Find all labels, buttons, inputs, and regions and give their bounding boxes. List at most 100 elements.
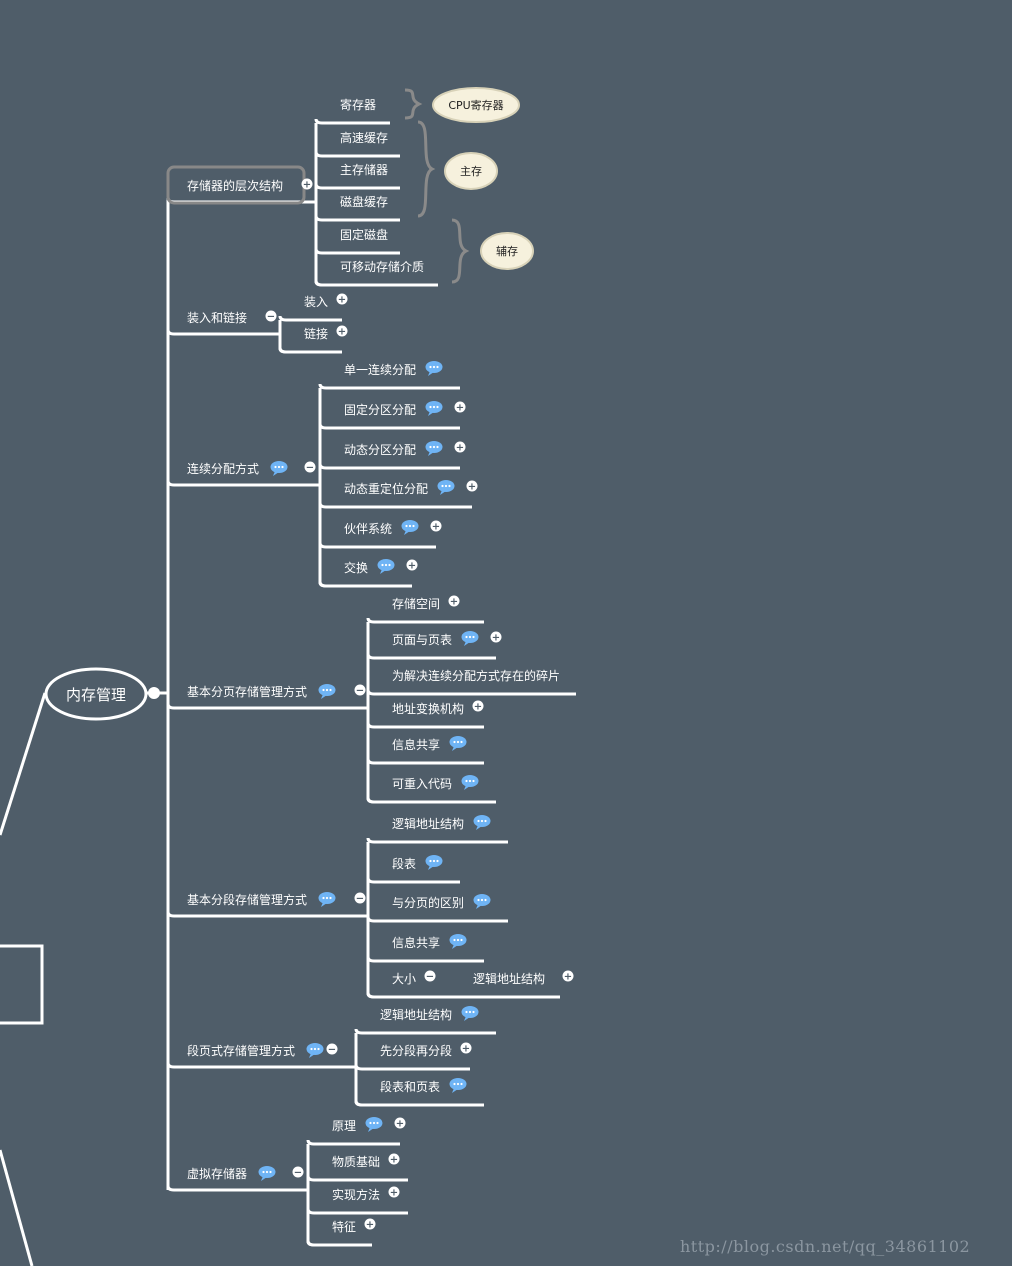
child-node[interactable]: 可重入代码 (366, 777, 496, 804)
child-node[interactable]: 固定磁盘 (314, 227, 400, 255)
branch-node[interactable]: 连续分配方式 (166, 461, 318, 487)
note-bubble-icon[interactable] (270, 461, 288, 476)
grandchild-toggle[interactable]: + (562, 970, 574, 983)
child-node[interactable]: 物质基础 (306, 1155, 408, 1182)
note-bubble-icon[interactable] (425, 401, 443, 416)
branch-toggle[interactable]: − (354, 684, 366, 697)
branch-toggle[interactable]: − (326, 1043, 338, 1056)
child-toggle[interactable]: − (424, 970, 436, 983)
child-node[interactable]: 信息共享 (366, 935, 484, 963)
root-node[interactable]: 内存管理 (44, 667, 148, 721)
child-node[interactable]: 装入 (278, 295, 342, 322)
child-node[interactable]: 页面与页表 (366, 633, 496, 660)
child-node[interactable]: 主存储器 (314, 162, 400, 190)
summary-bubble[interactable]: 主存 (444, 152, 498, 190)
child-node[interactable]: 信息共享 (366, 737, 484, 765)
note-bubble-icon[interactable] (473, 894, 491, 909)
bubble-dot (277, 465, 281, 469)
child-node[interactable]: 交换 (318, 560, 412, 588)
child-node[interactable]: 大小 (366, 972, 460, 999)
child-node[interactable]: 与分页的区别 (366, 895, 508, 923)
watermark: http://blog.csdn.net/qq_34861102 (680, 1237, 971, 1256)
note-bubble-icon[interactable] (449, 934, 467, 949)
child-toggle[interactable]: + (406, 559, 418, 572)
branch-underline (166, 911, 368, 918)
note-bubble-icon[interactable] (461, 775, 479, 790)
branch-toggle[interactable]: − (354, 892, 366, 905)
child-node[interactable]: 逻辑地址结构 (366, 816, 508, 844)
note-bubble-icon[interactable] (461, 631, 479, 646)
child-label: 存储空间 (392, 596, 440, 611)
note-bubble-icon[interactable] (449, 1078, 467, 1093)
child-node[interactable]: 段表 (366, 856, 460, 884)
child-toggle[interactable]: + (454, 441, 466, 454)
branch-node[interactable]: 存储器的层次结构 (166, 165, 306, 205)
note-bubble-icon[interactable] (258, 1166, 276, 1181)
branch-toggle[interactable]: − (265, 310, 277, 323)
child-node[interactable]: 先分段再分段 (354, 1043, 470, 1071)
child-toggle[interactable]: + (448, 595, 460, 608)
child-node[interactable]: 为解决连续分配方式存在的碎片 (366, 668, 576, 696)
child-node[interactable]: 地址变换机构 (366, 701, 484, 729)
child-toggle[interactable]: + (388, 1186, 400, 1199)
branch-toggle[interactable]: − (304, 461, 316, 474)
branch-node[interactable]: 装入和链接 (166, 310, 278, 336)
child-node[interactable]: 高速缓存 (314, 130, 400, 158)
note-bubble-icon[interactable] (425, 361, 443, 376)
child-toggle[interactable]: + (388, 1153, 400, 1166)
child-node[interactable]: 寄存器 (314, 97, 390, 125)
child-toggle[interactable]: + (364, 1218, 376, 1231)
child-node[interactable]: 固定分区分配 (318, 402, 460, 430)
child-toggle[interactable]: + (454, 401, 466, 414)
child-toggle[interactable]: + (394, 1117, 406, 1130)
child-underline (318, 463, 460, 470)
child-node[interactable]: 动态分区分配 (318, 443, 460, 470)
note-bubble-icon[interactable] (461, 1006, 479, 1021)
child-node[interactable]: 特征 (306, 1219, 372, 1247)
note-bubble-icon[interactable] (473, 815, 491, 830)
branch-node[interactable]: 基本分页存储管理方式 (166, 684, 368, 710)
child-label: 页面与页表 (392, 633, 452, 647)
child-node[interactable]: 磁盘缓存 (314, 194, 400, 222)
note-bubble-icon[interactable] (449, 736, 467, 751)
note-bubble-icon[interactable] (377, 559, 395, 574)
branch-toggle[interactable]: − (292, 1166, 304, 1179)
note-bubble-icon[interactable] (306, 1043, 324, 1058)
note-bubble-icon[interactable] (365, 1117, 383, 1132)
note-bubble-icon[interactable] (425, 855, 443, 870)
child-node[interactable]: 单一连续分配 (318, 362, 460, 390)
bubble-tail (452, 746, 458, 751)
branch-toggle[interactable]: + (301, 178, 313, 191)
note-bubble-icon[interactable] (437, 480, 455, 495)
child-node[interactable]: 伙伴系统 (318, 522, 436, 549)
note-bubble-icon[interactable] (318, 684, 336, 699)
child-node[interactable]: 链接 (278, 326, 342, 354)
child-toggle[interactable]: + (490, 631, 502, 644)
child-toggle[interactable]: + (460, 1042, 472, 1055)
child-toggle[interactable]: + (336, 293, 348, 306)
summary-bubble[interactable]: 辅存 (480, 232, 534, 270)
summary-bubble[interactable]: CPU寄存器 (432, 87, 520, 123)
bubble-dot (329, 688, 332, 692)
child-toggle[interactable]: + (472, 700, 484, 713)
toggle-symbol: − (356, 686, 364, 697)
note-bubble-icon[interactable] (425, 441, 443, 456)
child-node[interactable]: 可移动存储介质 (314, 259, 438, 287)
child-toggle[interactable]: + (336, 325, 348, 338)
child-node[interactable]: 段表和页表 (354, 1079, 484, 1107)
child-label: 大小 (392, 972, 416, 986)
child-node[interactable]: 逻辑地址结构 (354, 1007, 496, 1035)
note-bubble-icon[interactable] (401, 520, 419, 535)
child-underline (314, 248, 400, 255)
branch-node[interactable]: 虚拟存储器 (166, 1166, 306, 1192)
note-bubble-icon[interactable] (318, 892, 336, 907)
branch-node[interactable]: 基本分段存储管理方式 (166, 892, 368, 918)
child-toggle[interactable]: + (466, 480, 478, 493)
outer-connectors (0, 692, 47, 1266)
child-node[interactable]: 原理 (306, 1119, 400, 1146)
child-node[interactable]: 动态重定位分配 (318, 481, 472, 509)
child-node[interactable]: 存储空间 (366, 596, 484, 624)
child-toggle[interactable]: + (430, 520, 442, 533)
branch-node[interactable]: 段页式存储管理方式 (166, 1043, 340, 1069)
child-node[interactable]: 实现方法 (306, 1187, 408, 1215)
